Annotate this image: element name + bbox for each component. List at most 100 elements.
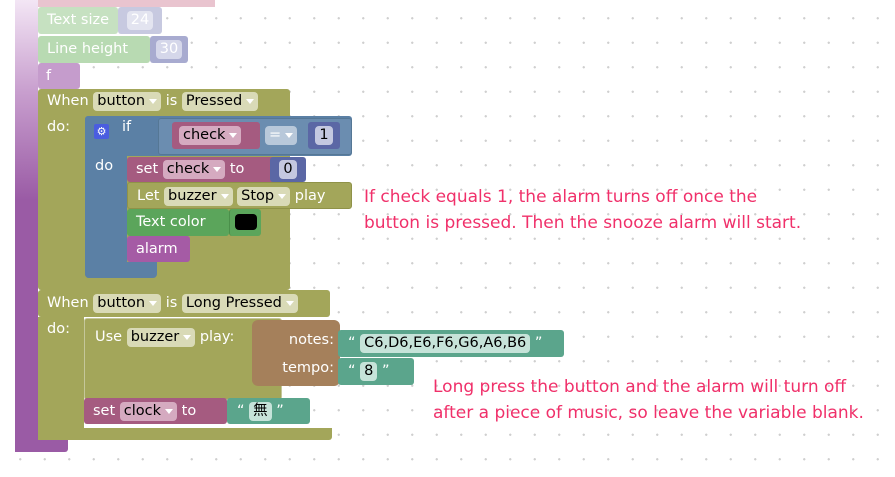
alarm-call-block[interactable]: alarm: [127, 236, 190, 262]
buzzer-value: buzzer: [130, 329, 180, 345]
set-label: set: [93, 403, 116, 419]
close-quote-icon: ”: [381, 363, 390, 379]
when-long-pressed-body: [38, 317, 84, 440]
chevron-down-icon: [278, 193, 287, 199]
alarm-label: alarm: [136, 241, 178, 257]
to-label: to: [181, 403, 197, 419]
buzzer-dropdown[interactable]: buzzer: [164, 187, 233, 206]
operator-dropdown[interactable]: =: [265, 126, 298, 145]
operator-value: =: [269, 127, 282, 143]
open-quote-icon: “: [348, 363, 356, 379]
set-label: set: [136, 161, 159, 177]
line-height-block[interactable]: Line height: [38, 36, 150, 63]
check-variable-dropdown[interactable]: check: [179, 126, 242, 145]
gear-icon[interactable]: ⚙: [94, 124, 109, 139]
set-variable-dropdown[interactable]: check: [162, 160, 226, 179]
play-label: play:: [199, 329, 235, 345]
when-header-2: When button is Long Pressed: [47, 294, 298, 313]
chevron-down-icon: [183, 334, 192, 340]
color-picker-block[interactable]: [229, 209, 261, 236]
use-label: Use: [95, 329, 123, 345]
chevron-down-icon: [149, 98, 158, 104]
notes-label: notes:: [288, 332, 334, 348]
action-dropdown[interactable]: Stop: [237, 187, 291, 206]
annotation-1-line-2: button is pressed. Then the snooze alarm…: [364, 213, 802, 233]
is-label: is: [165, 295, 178, 311]
buzzer-dropdown[interactable]: buzzer: [126, 328, 196, 347]
let-label: Let: [137, 188, 160, 204]
notes-string-block[interactable]: “ C6,D6,E6,F6,G6,A6,B6 ”: [338, 330, 564, 357]
procedure-call-block[interactable]: f: [38, 63, 80, 89]
annotation-2-line-1: Long press the button and the alarm will…: [433, 377, 847, 397]
chevron-down-icon: [246, 98, 255, 104]
text-size-value-block[interactable]: 24: [118, 7, 162, 34]
if-label: if: [122, 119, 132, 135]
chevron-down-icon: [229, 132, 238, 138]
text-size-label: Text size: [47, 12, 110, 28]
chevron-down-icon: [213, 166, 222, 172]
text-size-block[interactable]: Text size: [38, 7, 118, 34]
tempo-value[interactable]: 8: [360, 362, 378, 381]
buzzer-stop-block[interactable]: Let buzzer Stop play: [127, 182, 352, 209]
line-height-value[interactable]: 30: [155, 40, 183, 59]
tempo-string-block[interactable]: “ 8 ”: [338, 358, 414, 385]
button-value: button: [97, 295, 146, 311]
clock-variable-dropdown[interactable]: clock: [119, 402, 178, 421]
close-quote-icon: ”: [276, 403, 284, 419]
partial-block-top: [38, 0, 215, 7]
state-value: Long Pressed: [185, 295, 282, 311]
state-dropdown[interactable]: Long Pressed: [181, 294, 298, 313]
number-block[interactable]: 1: [308, 122, 340, 149]
chevron-down-icon: [220, 193, 229, 199]
chevron-down-icon: [285, 300, 294, 306]
when-label: When: [47, 295, 89, 311]
close-quote-icon: ”: [534, 335, 543, 351]
buzzer-value: buzzer: [168, 188, 217, 204]
button-dropdown[interactable]: button: [93, 294, 162, 313]
when-long-pressed-bottom: [38, 428, 332, 440]
notes-value[interactable]: C6,D6,E6,F6,G6,A6,B6: [360, 334, 531, 353]
is-label: is: [165, 93, 178, 109]
check-variable-value: check: [183, 127, 226, 143]
chevron-down-icon: [149, 300, 158, 306]
button-dropdown[interactable]: button: [93, 92, 162, 111]
do-label: do:: [47, 321, 70, 337]
line-height-label: Line height: [47, 41, 129, 57]
do-label: do:: [47, 119, 70, 135]
check-variable-block[interactable]: check: [172, 122, 260, 149]
clock-value[interactable]: 無: [249, 402, 272, 421]
state-dropdown[interactable]: Pressed: [181, 92, 259, 111]
clock-variable-value: clock: [123, 403, 162, 419]
if-block-bottom: [85, 262, 157, 278]
open-quote-icon: “: [237, 403, 245, 419]
text-color-label: Text color: [136, 214, 206, 230]
procedure-definition-bottom: [15, 440, 68, 452]
if-do-label: do: [95, 158, 114, 174]
when-header: When button is Pressed: [47, 92, 259, 111]
set-check-block[interactable]: set check to: [127, 157, 275, 182]
clock-string-block[interactable]: “ 無 ”: [227, 398, 310, 424]
tempo-label: tempo:: [282, 360, 334, 376]
open-quote-icon: “: [348, 335, 356, 351]
notes-block[interactable]: [252, 320, 340, 386]
when-label: When: [47, 93, 89, 109]
state-value: Pressed: [185, 93, 243, 109]
text-size-value[interactable]: 24: [126, 11, 154, 30]
chevron-down-icon: [285, 132, 294, 138]
set-clock-block[interactable]: set clock to: [84, 398, 227, 424]
number-value[interactable]: 1: [315, 126, 333, 145]
line-height-value-block[interactable]: 30: [150, 36, 188, 63]
button-value: button: [97, 93, 146, 109]
procedure-call-label: f: [46, 68, 52, 84]
to-label: to: [229, 161, 245, 177]
chevron-down-icon: [165, 408, 174, 414]
set-value-block[interactable]: 0: [270, 157, 306, 182]
procedure-definition-block[interactable]: [15, 0, 38, 452]
play-label: play: [294, 188, 326, 204]
set-variable-value: check: [166, 161, 210, 177]
annotation-1-line-1: If check equals 1, the alarm turns off o…: [364, 187, 758, 207]
color-swatch[interactable]: [235, 214, 257, 230]
set-value[interactable]: 0: [279, 160, 297, 179]
text-color-block[interactable]: Text color: [127, 209, 229, 236]
